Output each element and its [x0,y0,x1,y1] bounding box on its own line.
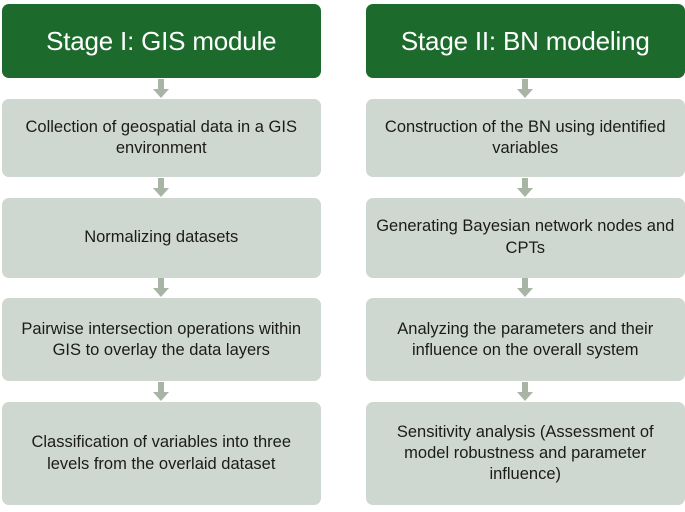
arrow-down-icon [153,177,170,197]
connector-stage1-header-to-step1 [2,78,321,99]
arrow-down-icon [153,382,170,402]
stage-2-step-2: Generating Bayesian network nodes and CP… [365,197,685,278]
connector-stage2-step3-to-step4 [366,381,685,402]
stage-1-column: Stage I: GIS module Collection of geospa… [2,4,321,505]
stage-2-step-3: Analyzing the parameters and their influ… [365,298,685,382]
stage-2-step-1: Construction of the BN using identified … [365,98,685,177]
arrow-down-icon [153,78,170,98]
connector-stage1-step3-to-step4 [2,381,321,402]
connector-stage1-step2-to-step3 [2,278,321,299]
stage-1-step-2: Normalizing datasets [2,197,321,278]
stage-1-step-3: Pairwise intersection operations within … [2,298,321,382]
arrow-down-icon [517,78,534,98]
arrow-down-icon [517,177,534,197]
arrow-down-icon [517,278,534,298]
stage-2-step-4: Sensitivity analysis (Assessment of mode… [365,402,685,505]
stage-2-column: Stage II: BN modeling Construction of th… [343,0,685,512]
arrow-down-icon [517,382,534,402]
connector-stage2-header-to-step1 [366,78,685,99]
connector-stage2-step1-to-step2 [366,177,685,198]
stage-1-step-4: Classification of variables into three l… [2,402,321,505]
stage-2-header: Stage II: BN modeling [365,4,685,78]
stage-1-header: Stage I: GIS module [2,4,321,78]
stage-1-step-1: Collection of geospatial data in a GIS e… [2,98,321,177]
arrow-down-icon [153,278,170,298]
connector-stage1-step1-to-step2 [2,177,321,198]
connector-stage2-step2-to-step3 [366,278,685,299]
